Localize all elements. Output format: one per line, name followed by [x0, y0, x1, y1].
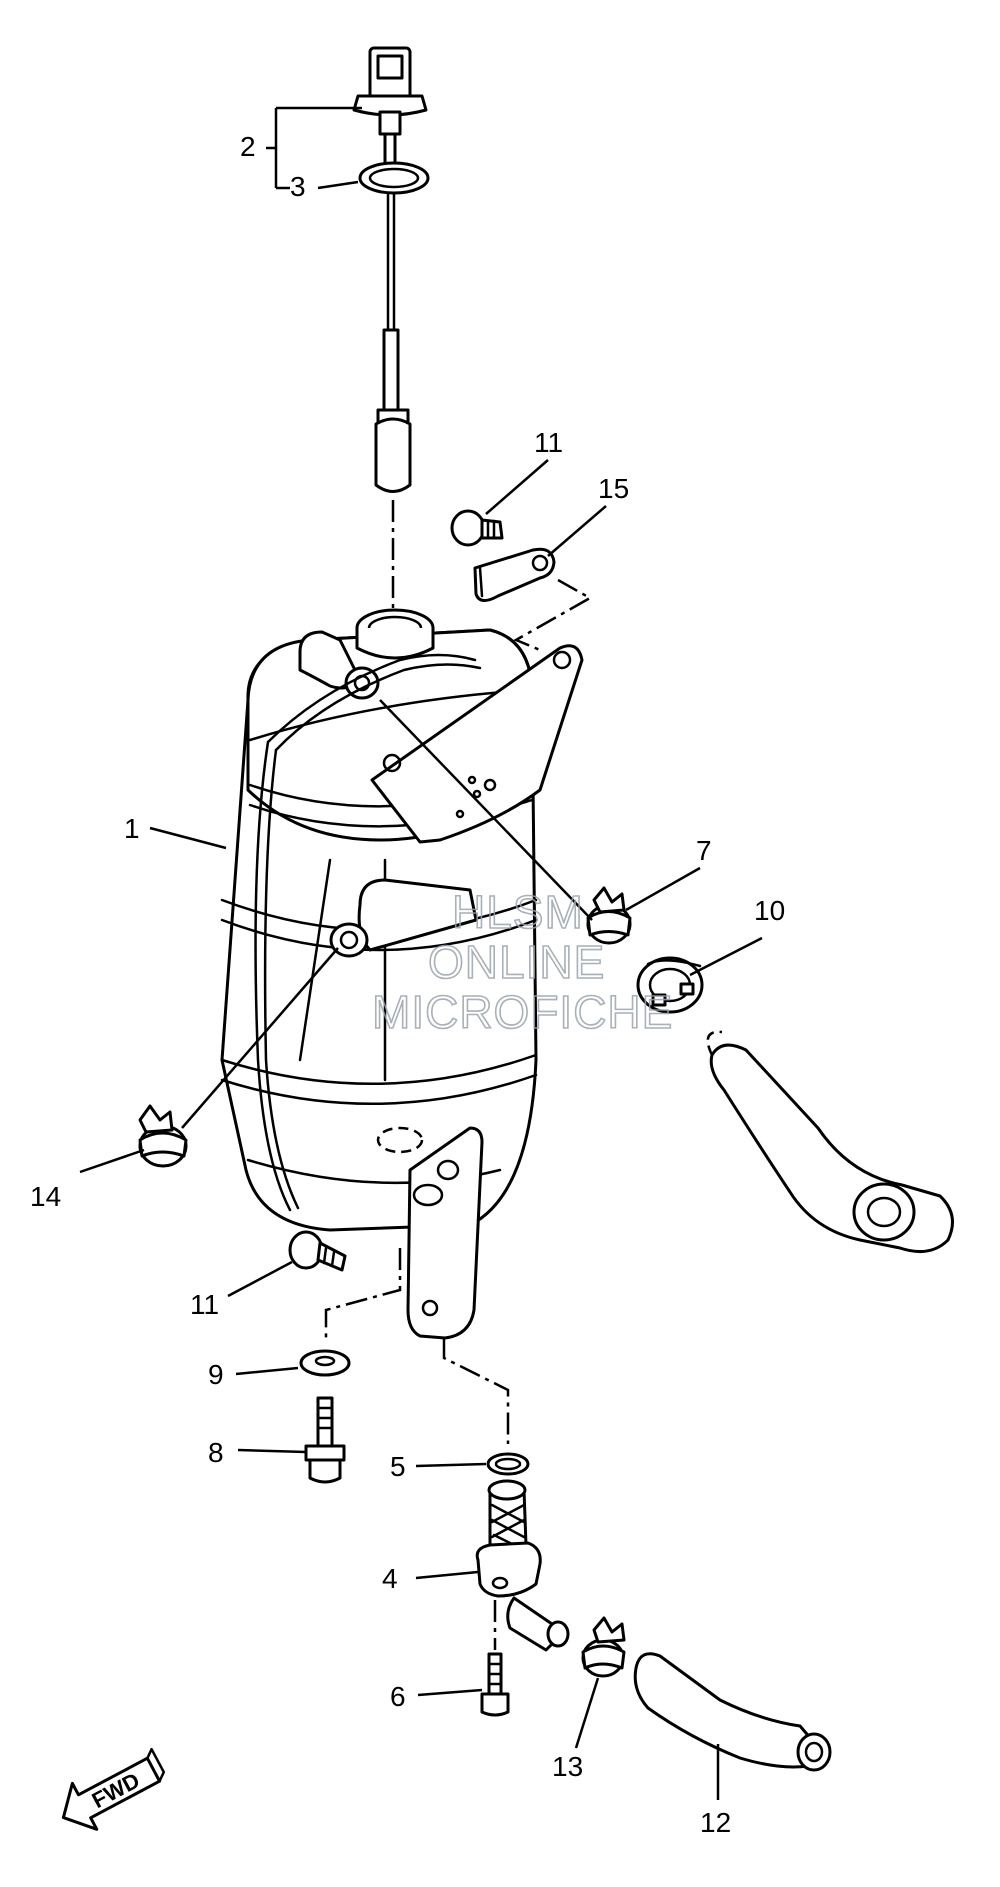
screw-part-6[interactable] [480, 1652, 510, 1717]
hose-part-12[interactable] [633, 1652, 832, 1772]
callout-14: 14 [30, 1181, 61, 1212]
drain-fitting-part-4[interactable] [475, 1479, 570, 1652]
leader-6 [417, 1688, 483, 1697]
align-line-drain [442, 1338, 510, 1444]
o-ring-part-5-inner [494, 1457, 522, 1471]
leader-13 [574, 1677, 600, 1749]
leader-14-line-to-fitting [181, 947, 339, 1129]
bolt-part-11-upper[interactable] [450, 509, 504, 547]
leader-1 [149, 826, 227, 850]
watermark-line-1: HLSM [452, 886, 584, 938]
hose-clamp-part-14[interactable] [138, 1104, 188, 1168]
bolt-part-8[interactable] [304, 1396, 346, 1484]
bolt-part-11-lower[interactable] [288, 1230, 347, 1272]
align-line-lower-bolt [324, 1248, 402, 1338]
callout-5: 5 [390, 1451, 406, 1482]
o-ring-part-5[interactable] [486, 1452, 530, 1476]
leader-4 [415, 1570, 479, 1580]
leader-7 [625, 866, 701, 912]
o-ring-part-3-inner [368, 167, 420, 189]
leader-8 [237, 1448, 307, 1454]
callout-8: 8 [208, 1437, 224, 1468]
callout-1: 1 [124, 813, 140, 844]
washer-part-9[interactable] [299, 1349, 351, 1377]
tank-lower-bracket [406, 1126, 484, 1340]
align-line-clamp-bracket [513, 578, 593, 652]
watermark-line-3: MICROFICHE [372, 986, 673, 1038]
callout-15: 15 [598, 473, 629, 504]
leader-2 [266, 106, 362, 188]
leader-3 [276, 180, 359, 190]
watermark-line-2: ONLINE [428, 936, 605, 988]
callout-11-lower: 11 [190, 1289, 219, 1320]
callout-10: 10 [754, 895, 785, 926]
callout-2: 2 [240, 131, 256, 162]
leader-11-upper [485, 459, 549, 515]
callout-6: 6 [390, 1681, 406, 1712]
callout-12: 12 [700, 1807, 731, 1838]
leader-11-lower [227, 1260, 293, 1298]
leader-10 [689, 936, 763, 977]
callout-13: 13 [552, 1751, 583, 1782]
leader-7-line-to-fitting [379, 699, 593, 921]
level-sensor-part-2[interactable] [352, 46, 428, 493]
tank-strap [254, 653, 482, 1212]
leader-5 [415, 1462, 487, 1468]
callout-11-upper: 11 [534, 427, 563, 458]
callout-4: 4 [382, 1563, 398, 1594]
hose-clamp-part-13[interactable] [581, 1616, 626, 1678]
leader-14 [79, 1148, 145, 1174]
tank-upper-bracket [370, 644, 584, 844]
callout-7: 7 [696, 835, 712, 866]
hose-upper-right [706, 1030, 954, 1254]
hose-clamp-part-7[interactable] [586, 886, 632, 945]
leader-15 [547, 505, 607, 557]
grommet-part-10[interactable] [636, 956, 704, 1014]
clamp-part-15[interactable] [473, 547, 556, 602]
forward-arrow-icon: FWD [61, 1747, 166, 1831]
callout-9: 9 [208, 1359, 224, 1390]
leader-9 [235, 1366, 299, 1376]
callout-3: 3 [290, 171, 306, 202]
